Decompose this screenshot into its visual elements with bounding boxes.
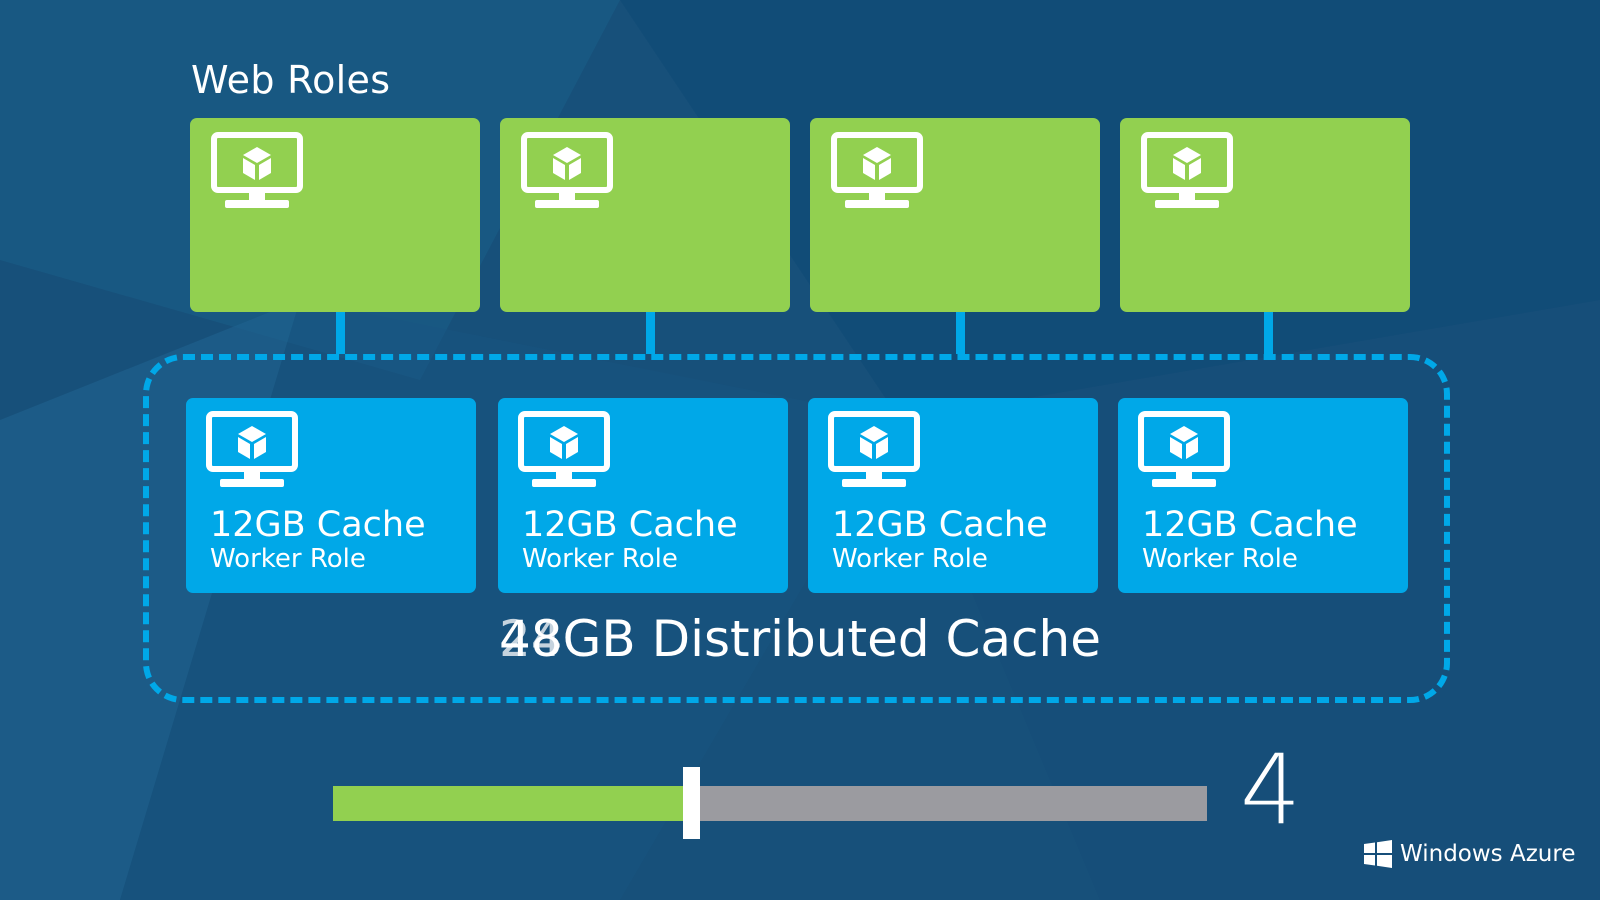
monitor-icon — [1141, 132, 1233, 208]
role-type-label: Worker Role — [832, 544, 988, 574]
role-type-label: Worker Role — [522, 544, 678, 574]
monitor-icon — [828, 411, 920, 487]
connector-line — [956, 312, 965, 354]
monitor-icon — [1138, 411, 1230, 487]
cache-total-value: 48 24 — [499, 610, 563, 668]
monitor-icon — [518, 411, 610, 487]
web-role-box[interactable] — [1120, 118, 1410, 312]
cache-size-label: 12GB Cache — [1142, 505, 1358, 545]
worker-role-box[interactable]: 12GB Cache Worker Role — [186, 398, 476, 593]
worker-role-box[interactable]: 12GB Cache Worker Role — [498, 398, 788, 593]
role-type-label: Worker Role — [1142, 544, 1298, 574]
distributed-cache-boundary — [143, 354, 1450, 703]
windows-logo-icon — [1364, 840, 1392, 868]
worker-role-box[interactable]: 12GB Cache Worker Role — [808, 398, 1098, 593]
connector-line — [646, 312, 655, 354]
cache-size-label: 12GB Cache — [522, 505, 738, 545]
cache-total-suffix: GB Distributed Cache — [562, 610, 1101, 668]
cache-total-previous: 24 — [499, 610, 563, 668]
cache-size-label: 12GB Cache — [832, 505, 1048, 545]
monitor-icon — [206, 411, 298, 487]
brand-label: Windows Azure — [1400, 841, 1576, 867]
instance-count-slider[interactable] — [333, 767, 1207, 839]
monitor-icon — [831, 132, 923, 208]
web-role-box[interactable] — [190, 118, 480, 312]
connector-line — [336, 312, 345, 354]
instance-count-value: 4 — [1240, 734, 1302, 846]
slider-thumb[interactable] — [683, 767, 701, 839]
worker-role-box[interactable]: 12GB Cache Worker Role — [1118, 398, 1408, 593]
monitor-icon — [211, 132, 303, 208]
cache-total-current: 48 — [499, 610, 563, 668]
slider-fill — [333, 786, 692, 821]
windows-azure-logo: Windows Azure — [1364, 840, 1575, 868]
distributed-cache-label: 48 24 GB Distributed Cache — [0, 610, 1600, 668]
role-type-label: Worker Role — [210, 544, 366, 574]
web-role-box[interactable] — [810, 118, 1100, 312]
web-role-box[interactable] — [500, 118, 790, 312]
monitor-icon — [521, 132, 613, 208]
connector-line — [1264, 312, 1273, 354]
web-roles-title: Web Roles — [191, 58, 391, 102]
cache-size-label: 12GB Cache — [210, 505, 426, 545]
